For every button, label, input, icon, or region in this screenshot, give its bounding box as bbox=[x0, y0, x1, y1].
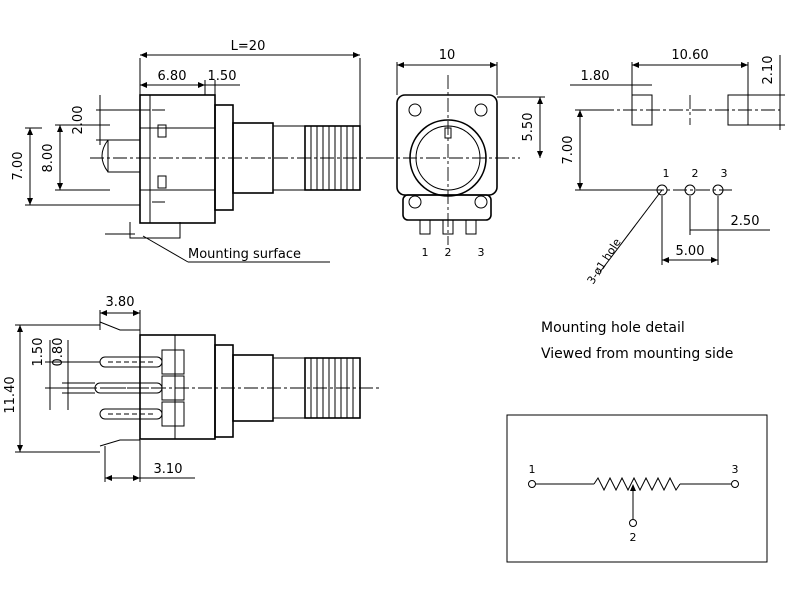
dim-7-00-left: 7.00 bbox=[11, 152, 26, 181]
dim-length: L=20 bbox=[231, 39, 266, 54]
detail-pin-3: 3 bbox=[721, 167, 728, 180]
dim-3-10: 3.10 bbox=[154, 462, 183, 477]
dim-1-80: 1.80 bbox=[581, 69, 610, 84]
detail-pin-1: 1 bbox=[663, 167, 670, 180]
hole-detail: 10.60 1.80 2.10 7.00 1 2 3 2.50 5.00 bbox=[561, 48, 785, 287]
front-pin-3: 3 bbox=[478, 246, 485, 259]
schematic-pin-1: 1 bbox=[529, 463, 536, 476]
dim-5-50: 5.50 bbox=[521, 113, 536, 142]
dim-2-50: 2.50 bbox=[731, 214, 760, 229]
dim-10: 10 bbox=[439, 48, 456, 63]
schematic-pin-2: 2 bbox=[630, 531, 637, 544]
dim-8-00: 8.00 bbox=[41, 144, 56, 173]
dim-2-10: 2.10 bbox=[761, 56, 776, 85]
resistor-symbol bbox=[593, 476, 681, 492]
label-hole-note: 3-ø1 hole bbox=[585, 236, 624, 287]
dim-7-00-right: 7.00 bbox=[561, 136, 576, 165]
front-pin-1: 1 bbox=[422, 246, 429, 259]
dim-1-50-bottom: 1.50 bbox=[31, 338, 46, 367]
dim-10-60: 10.60 bbox=[671, 48, 708, 63]
front-view: 10 5.50 1 2 3 bbox=[380, 48, 545, 259]
dim-6-80: 6.80 bbox=[158, 69, 187, 84]
dim-1-50-top: 1.50 bbox=[208, 69, 237, 84]
dim-2-00: 2.00 bbox=[71, 106, 86, 135]
dim-11-40: 11.40 bbox=[3, 376, 18, 413]
dim-5-00: 5.00 bbox=[676, 244, 705, 259]
label-mounting-surface: Mounting surface bbox=[188, 247, 301, 262]
side-view: L=20 6.80 1.50 2.00 8.00 7.00 Mounting s… bbox=[11, 39, 380, 263]
dim-3-80: 3.80 bbox=[106, 295, 135, 310]
bottom-view: 3.80 1.50 0.80 11.40 3.10 bbox=[3, 295, 380, 482]
schematic-pin-3: 3 bbox=[732, 463, 739, 476]
front-pin-2: 2 bbox=[445, 246, 452, 259]
schematic: 1 3 2 bbox=[506, 414, 768, 563]
label-detail-line2: Viewed from mounting side bbox=[541, 346, 733, 362]
detail-pin-2: 2 bbox=[692, 167, 699, 180]
dim-0-80: 0.80 bbox=[51, 338, 66, 367]
label-detail-line1: Mounting hole detail bbox=[541, 320, 685, 336]
